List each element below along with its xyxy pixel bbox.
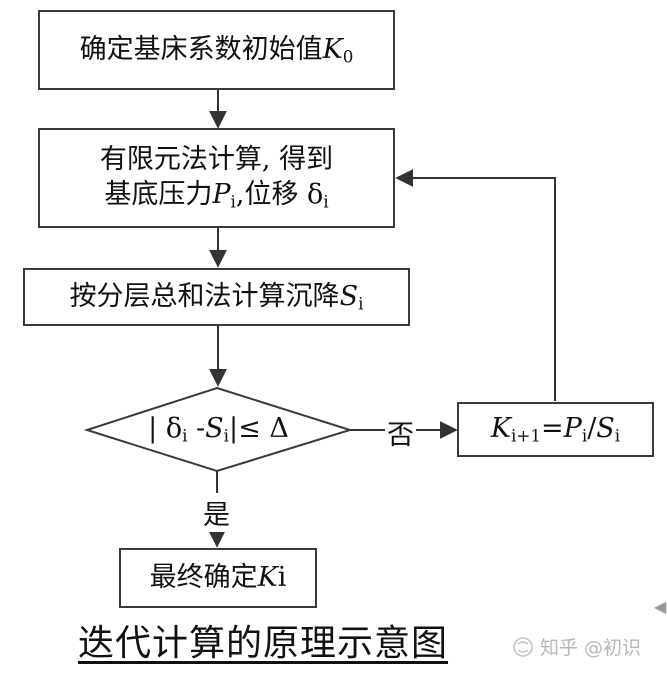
final-suffix: i [277,562,287,594]
update-k-var: K [490,413,511,445]
arrow-loop-back [395,169,556,401]
fem-delta-sub: i [323,192,329,212]
edge-label-yes: 是 [201,493,232,532]
update-s-var: S [596,413,615,445]
fem-line1: 有限元法计算, 得到 [99,144,334,176]
watermark-text: 知乎 @初识 [540,637,642,659]
decision-minus: - [187,413,206,445]
init-text: 确定基床系数初始值 [79,33,323,65]
final-var: K [257,562,278,594]
decision-s-var: S [205,413,224,445]
node-initial-value: 确定基床系数初始值K0 [38,10,395,90]
fem-line2-prefix: 基底压力 [104,179,213,211]
node-settlement: 按分层总和法计算沉降Si [23,268,410,326]
init-sub: 0 [342,46,354,67]
update-slash: / [587,413,597,445]
fem-p-sub: i [230,192,236,212]
decision-open: | [148,413,166,445]
settle-sub: i [358,293,364,314]
node-fem-calculation: 有限元法计算, 得到 基底压力Pi,位移 δi [38,128,395,228]
decision-text: | δi -Si|≤ Δ [87,388,350,471]
fem-p-var: P [212,179,231,211]
final-text: 最终确定 [149,562,258,594]
triangle-left-icon: ◀ [654,597,667,616]
watermark-logo-icon [513,636,533,657]
decision-s-sub: i [223,425,230,446]
decision-delta: δ [165,413,183,445]
decision-close: |≤ Δ [229,413,289,445]
settle-text: 按分层总和法计算沉降 [69,280,340,312]
settle-var: S [339,280,359,312]
node-final: 最终确定Ki [119,548,317,608]
edge-label-no: 否 [385,413,416,452]
update-eq: = [541,413,564,445]
update-p-sub: i [581,425,588,446]
update-p-var: P [563,413,582,445]
diagram-caption: 迭代计算的原理示意图 [78,623,449,664]
decision-delta-sub: i [182,425,188,446]
update-s-sub: i [614,425,621,446]
init-var: K [322,33,343,65]
fem-delta: δ [307,179,324,211]
update-k-sub: i+1 [511,425,542,446]
node-update-k: Ki+1=Pi/Si [457,402,654,457]
watermark: 知乎 @初识 [512,633,641,660]
fem-line2-mid: ,位移 [235,179,308,211]
